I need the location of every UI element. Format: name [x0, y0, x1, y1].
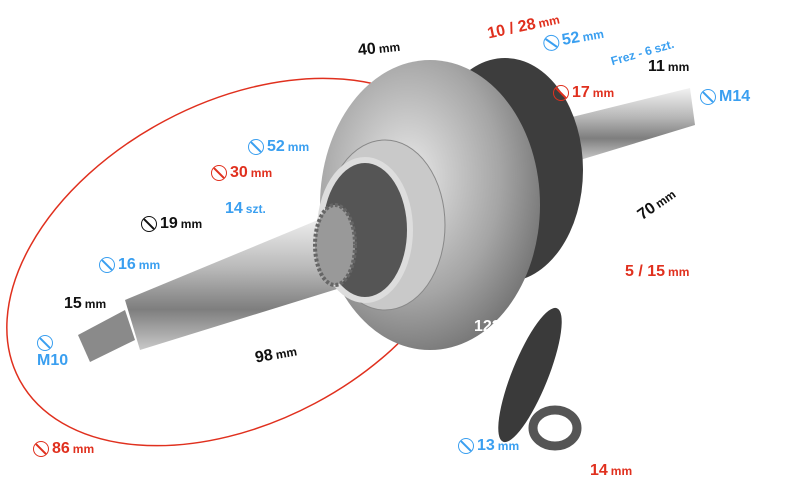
connecting-rod	[498, 307, 562, 443]
diameter-icon	[248, 139, 264, 155]
label-thread-right: M14	[700, 88, 750, 106]
right-shaft	[560, 88, 695, 160]
diameter-icon	[37, 335, 53, 351]
label-thread-left: M10	[37, 334, 68, 372]
left-shaft	[125, 215, 350, 350]
diameter-icon	[99, 257, 115, 273]
diameter-icon	[141, 216, 157, 232]
left-thread	[78, 310, 135, 362]
diameter-icon	[700, 89, 716, 105]
diameter-icon	[553, 85, 569, 101]
gear	[313, 203, 357, 287]
small-end	[528, 405, 582, 451]
diameter-icon	[542, 33, 561, 53]
diameter-icon	[33, 441, 49, 457]
diameter-icon	[211, 165, 227, 181]
diameter-icon	[458, 438, 474, 454]
